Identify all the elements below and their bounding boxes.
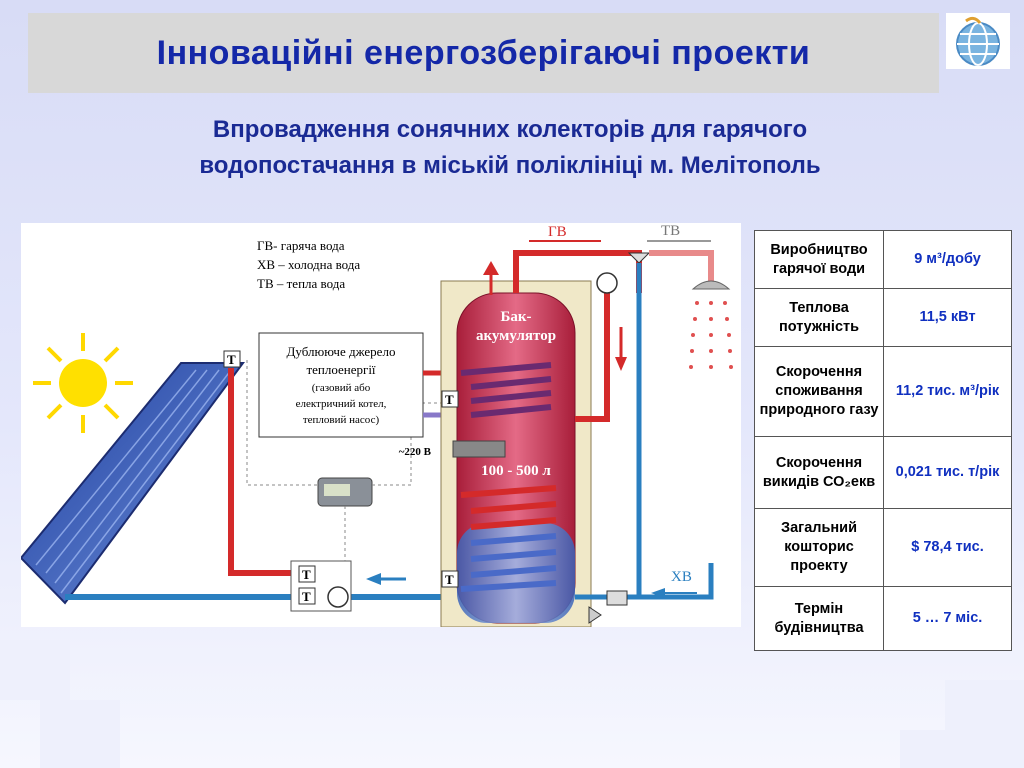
table-row: Загальний кошторис проекту $ 78,4 тис. xyxy=(754,508,1012,587)
row-label: Теплова потужність xyxy=(754,288,884,347)
row-label: Скорочення споживання природного газу xyxy=(754,346,884,437)
sensor-collector-label: T xyxy=(227,352,236,367)
voltage-label: ~220 В xyxy=(399,446,432,458)
shower-head-icon xyxy=(689,280,733,369)
pump-sensor-label-2: T xyxy=(302,589,311,604)
table-row: Скорочення викидів СО₂екв 0,021 тис. т/р… xyxy=(754,436,1012,509)
lower-heat-coil xyxy=(460,485,557,592)
table-row: Теплова потужність 11,5 кВт xyxy=(754,288,1012,347)
row-value: 11,5 кВт xyxy=(883,288,1012,347)
row-label: Скорочення викидів СО₂екв xyxy=(754,436,884,509)
background-square xyxy=(0,640,70,700)
project-summary-table: Виробництво гарячої води 9 м³/добу Тепло… xyxy=(754,230,1012,651)
tank-volume: 100 - 500 л xyxy=(481,463,551,479)
tank-label-1: Бак- xyxy=(500,309,531,325)
mixing-valve-icon xyxy=(627,252,651,264)
tank-label-2: акумулятор xyxy=(476,328,556,344)
legend-hot: ГВ- гаряча вода xyxy=(257,238,345,253)
backup-source-line-5: тепловий насос) xyxy=(303,414,380,426)
circulation-pump-icon xyxy=(327,586,349,608)
row-value: 0,021 тис. т/рік xyxy=(883,436,1012,509)
tank-sensor-2: T xyxy=(445,572,454,587)
warm-water-label: ТВ xyxy=(661,223,680,239)
backup-source-line-1: Дублююче джерело xyxy=(287,344,396,359)
backup-source-line-2: теплоенергії xyxy=(306,362,375,377)
background-square xyxy=(40,700,120,768)
title-bar: Інноваційні енергозберігаючі проекти xyxy=(28,13,939,93)
down-arrow-icon xyxy=(615,357,627,371)
legend-cold: ХВ – холодна вода xyxy=(257,257,360,272)
globe-logo xyxy=(946,13,1010,69)
flow-arrow-icon xyxy=(366,573,381,585)
backup-source-line-4: електричний котел, xyxy=(296,398,387,410)
hot-pipe-collector xyxy=(228,368,311,576)
row-label: Виробництво гарячої води xyxy=(754,230,884,289)
solar-collector-panel xyxy=(19,362,245,605)
warm-water-pipe xyxy=(649,250,714,283)
table-row: Виробництво гарячої води 9 м³/добу xyxy=(754,230,1012,289)
safety-valve-icon xyxy=(588,606,602,624)
table-row: Скорочення споживання природного газу 11… xyxy=(754,346,1012,437)
tank-sensor-1: T xyxy=(445,392,454,407)
backup-source-line-3: (газовий або xyxy=(312,382,371,394)
cold-water-label: ХВ xyxy=(671,569,692,585)
left-arrow-icon xyxy=(651,588,665,598)
sensor-collector xyxy=(223,350,241,368)
subtitle: Впровадження сонячних колекторів для гар… xyxy=(100,112,920,184)
recirculation-pump-icon xyxy=(596,272,618,294)
row-value: 9 м³/добу xyxy=(883,230,1012,289)
subtitle-line-2: водопостачання в міській поліклініці м. … xyxy=(199,152,821,179)
hot-water-label: ГВ xyxy=(548,224,567,240)
background-square xyxy=(900,730,960,768)
page-title: Інноваційні енергозберігаючі проекти xyxy=(156,33,811,72)
row-value: $ 78,4 тис. xyxy=(883,508,1012,587)
recirculation-pipe xyxy=(575,275,610,422)
row-value: 5 … 7 міс. xyxy=(883,586,1012,651)
legend-warm: ТВ – тепла вода xyxy=(257,276,345,291)
up-arrow-icon xyxy=(483,261,499,275)
cold-valve-icon xyxy=(606,590,628,606)
backup-heat-source-box xyxy=(258,332,424,438)
subtitle-line-1: Впровадження сонячних колекторів для гар… xyxy=(212,116,808,143)
row-label: Термін будівництва xyxy=(754,586,884,651)
table-row: Термін будівництва 5 … 7 міс. xyxy=(754,586,1012,651)
upper-heat-coil xyxy=(460,362,552,418)
row-value: 11,2 тис. м³/рік xyxy=(883,346,1012,437)
electric-heater-icon xyxy=(452,440,506,458)
sun-icon xyxy=(33,333,133,433)
pump-sensor-label-1: T xyxy=(302,567,311,582)
solar-system-diagram: Колектори T T T Дублююче джерело теплоен… xyxy=(19,223,741,628)
row-label: Загальний кошторис проекту xyxy=(754,508,884,587)
